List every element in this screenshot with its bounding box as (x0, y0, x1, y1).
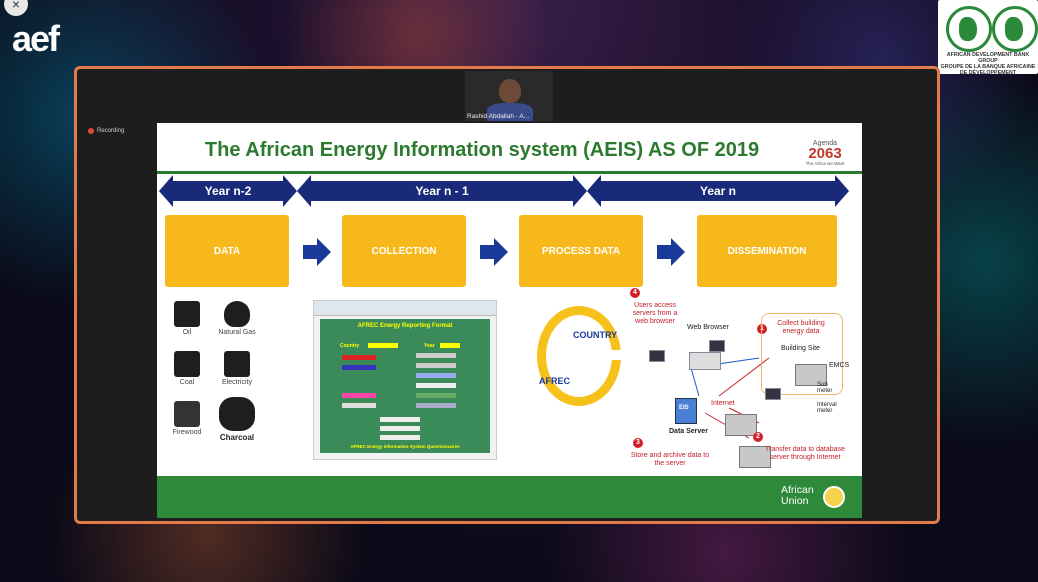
step-1-badge: 1 (757, 324, 767, 334)
axe-icon (174, 401, 200, 427)
cycle-afrec-label: AFREC (539, 376, 570, 386)
close-button[interactable]: × (4, 0, 28, 16)
stage-dissemination: DISSEMINATION (697, 215, 837, 287)
recording-indicator: Recording (88, 128, 124, 134)
stage-process-data: PROCESS DATA (519, 215, 643, 287)
building-site-box (761, 313, 843, 395)
data-server-label: Data Server (669, 428, 708, 435)
fuel-firewood: Firewood (165, 401, 209, 436)
fuel-electricity: Electricity (215, 351, 259, 386)
network-diagram: 4 Users access servers from a web browse… (619, 288, 859, 478)
presentation-slide: The African Energy Information system (A… (157, 123, 862, 518)
sub-meter-label: Sub meter (817, 382, 833, 394)
emcs-label: EMCS (829, 362, 850, 369)
internet-label: Internet (711, 400, 735, 407)
slide-footer-bar (157, 476, 862, 518)
arrow-right-icon (303, 238, 331, 266)
step-3-badge: 3 (633, 438, 643, 448)
web-browser-label: Web Browser (687, 324, 729, 331)
excel-title: AFREC Energy Reporting Format (357, 323, 453, 329)
cycle-country-label: COUNTRY (573, 330, 618, 340)
recording-label: Recording (97, 128, 125, 134)
participant-name: Rashid Abdallah - A... (467, 113, 530, 120)
oil-barrel-icon (174, 301, 200, 327)
afdb-logo: AFRICAN DEVELOPMENT BANK GROUP GROUPE DE… (938, 0, 1038, 76)
recording-dot-icon (88, 128, 94, 134)
excel-ribbon (314, 301, 496, 316)
afdb-caption: AFRICAN DEVELOPMENT BANK GROUP GROUPE DE… (940, 52, 1036, 76)
data-server-icon: EIS (675, 398, 697, 424)
band-year-n-2: Year n-2 (159, 175, 297, 207)
participant-avatar (499, 79, 521, 103)
charcoal-icon (219, 397, 255, 431)
arrow-right-icon (657, 238, 685, 266)
country-afrec-cycle: COUNTRY AFREC (537, 306, 629, 412)
building-icon (739, 446, 771, 468)
plug-icon (224, 351, 250, 377)
computer-icon (709, 340, 725, 352)
afdb-emblem-icon (946, 6, 992, 52)
building-icon (795, 364, 827, 386)
fuel-coal: Coal (165, 351, 209, 386)
transfer-data-note: Transfer data to database server through… (765, 446, 845, 461)
step-4-badge: 4 (630, 288, 640, 298)
step-2-badge: 2 (753, 432, 763, 442)
participant-video-tile[interactable]: Rashid Abdallah - A... (465, 71, 553, 121)
excel-reporting-format-screenshot: AFREC Energy Reporting Format Country Ye… (313, 300, 497, 460)
excel-footer: AFREC Energy Information System Question… (350, 444, 460, 449)
fuel-charcoal: Charcoal (215, 397, 259, 442)
users-access-note: Users access servers from a web browser (632, 302, 678, 325)
aef-logo: aef (12, 18, 60, 59)
band-year-n-1: Year n - 1 (297, 175, 587, 207)
interval-meter-label: Interval meter (817, 402, 837, 414)
title-divider (157, 171, 862, 174)
coal-cart-icon (174, 351, 200, 377)
afdb-emblem-icon (992, 6, 1038, 52)
slide-title: The African Energy Information system (A… (204, 139, 760, 161)
fuel-natural-gas: Natural Gas (215, 301, 259, 336)
african-union-emblem-icon (823, 486, 845, 508)
stage-collection: COLLECTION (342, 215, 466, 287)
stage-data: DATA (165, 215, 289, 287)
african-union-logo: African Union (781, 484, 814, 507)
fuel-oil: Oil (165, 301, 209, 336)
building-icon (725, 414, 757, 436)
arrow-right-icon (480, 238, 508, 266)
collect-data-note: Collect building energy data (777, 320, 825, 335)
band-year-n: Year n (587, 175, 849, 207)
chart-screen-icon (689, 352, 721, 370)
agenda-2063-logo: Agenda 2063 The Africa we Want (805, 140, 845, 166)
computer-icon (649, 350, 665, 362)
computer-icon (765, 388, 781, 400)
flame-icon (224, 301, 250, 327)
store-archive-note: Store and archive data to the server (630, 452, 710, 467)
building-site-label: Building Site (781, 345, 820, 352)
close-icon: × (11, 0, 21, 12)
